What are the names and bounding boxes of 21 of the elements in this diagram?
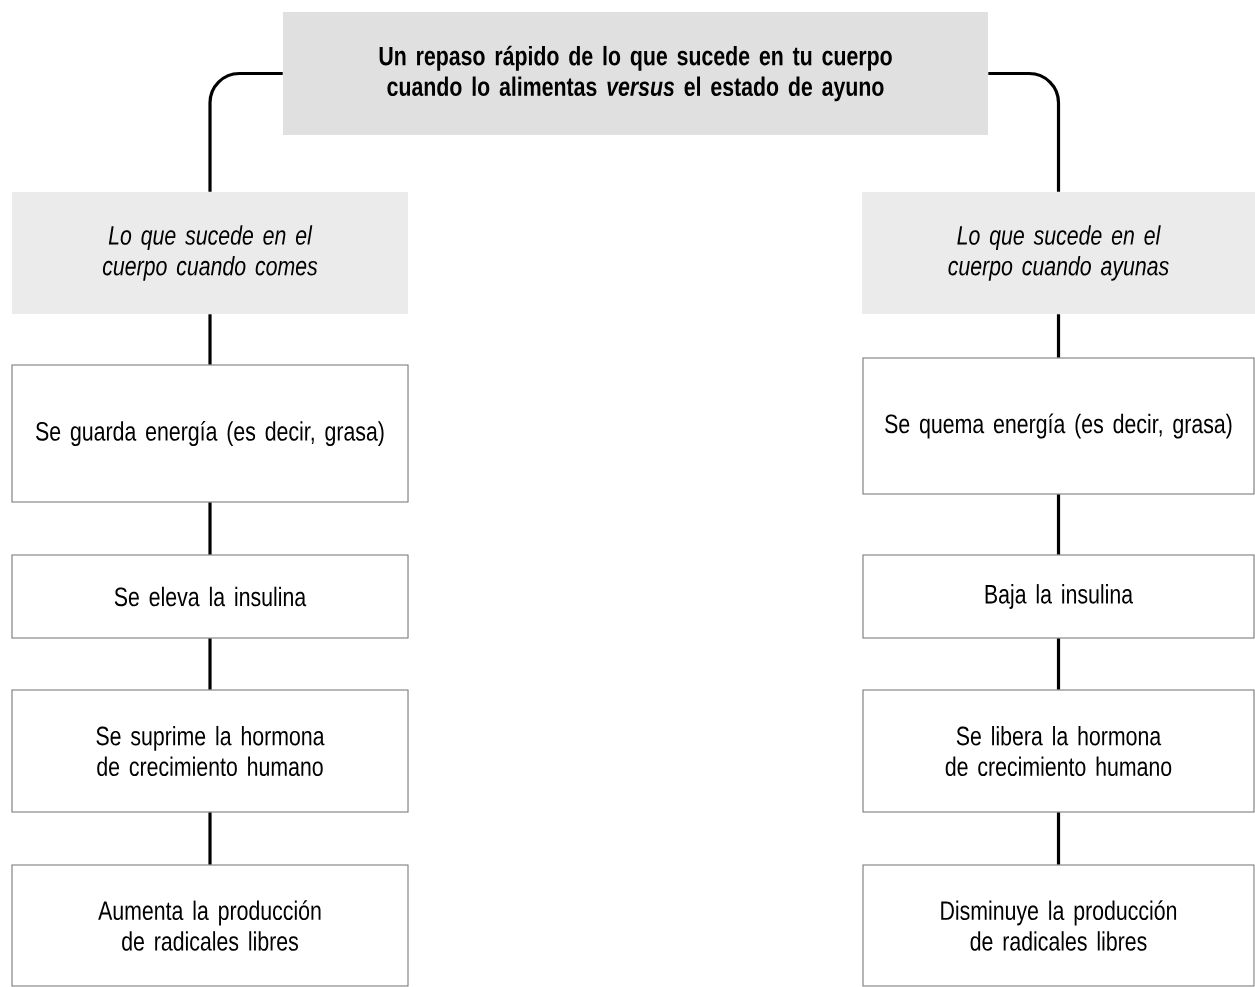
connector-line	[1056, 812, 1061, 865]
connector-line	[208, 71, 283, 192]
step-box: Aumenta la producción de radicales libres	[11, 864, 409, 987]
heading-box: Lo que sucede en el cuerpo cuando comes	[12, 192, 408, 314]
connector-line	[208, 812, 212, 865]
connector-line	[208, 502, 212, 555]
connector-line	[988, 71, 1061, 192]
connector-line	[208, 314, 212, 365]
step-box: Se eleva la insulina	[11, 554, 409, 639]
connector-line	[1056, 314, 1061, 358]
step-box: Disminuye la producción de radicales libres	[862, 864, 1255, 987]
heading-box: Lo que sucede en el cuerpo cuando ayunas	[862, 192, 1255, 314]
step-box: Se libera la hormona de crecimiento humano	[862, 689, 1255, 813]
step-box: Baja la insulina	[862, 554, 1255, 639]
connector-line	[1056, 638, 1061, 690]
title-box: Un repaso rápido de lo que sucede en tu cuerpo cuando lo alimentas versus el estado de ayuno	[283, 12, 989, 135]
step-box: Se guarda energía (es decir, grasa)	[11, 364, 409, 503]
connector-line	[1056, 494, 1061, 555]
step-box: Se quema energía (es decir, grasa)	[862, 357, 1255, 495]
step-box: Se suprime la hormona de crecimiento humano	[11, 689, 409, 813]
connector-line	[208, 638, 212, 690]
